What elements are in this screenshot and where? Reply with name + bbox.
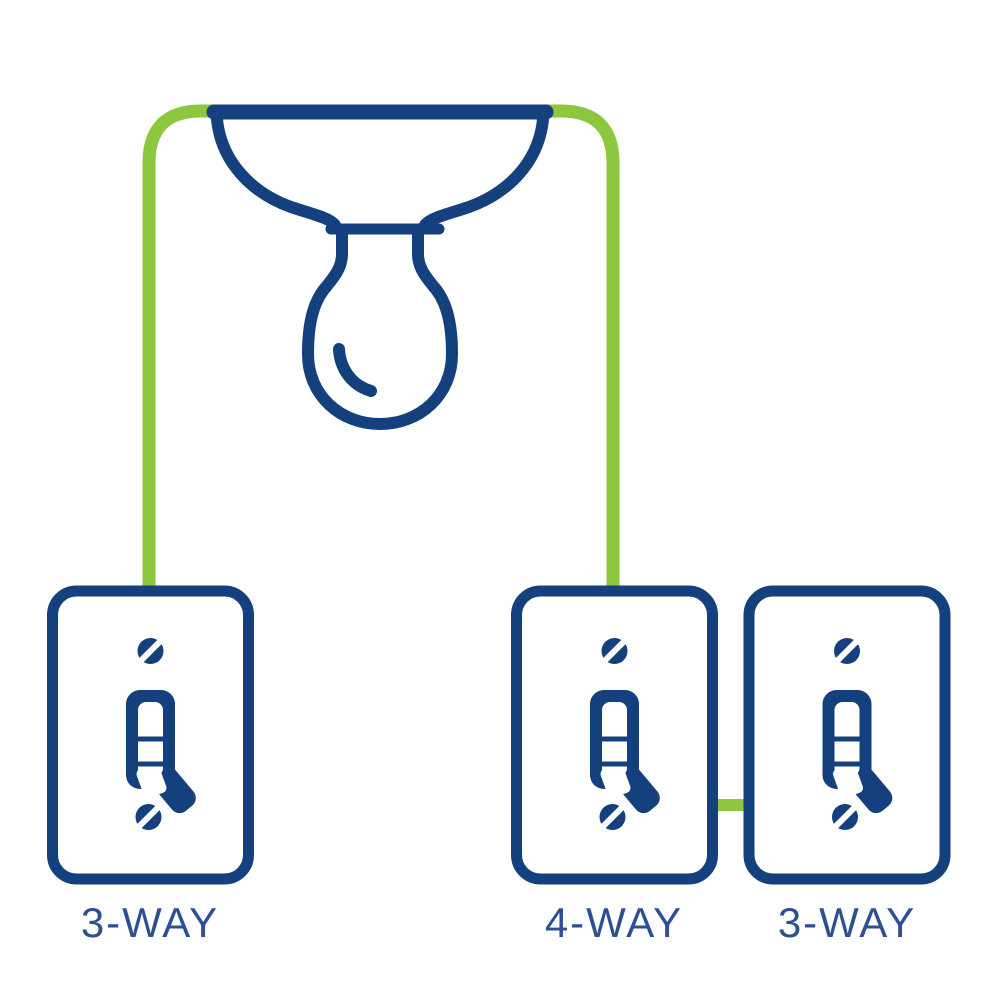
light-bulb-outline bbox=[302, 227, 458, 430]
label-switch-3way-left: 3-WAY bbox=[80, 899, 220, 946]
label-switch-3way-right: 3-WAY bbox=[777, 899, 917, 946]
switch-3way-left bbox=[53, 591, 249, 879]
fixture-canopy-left bbox=[211, 113, 341, 231]
bulb-highlight-arc bbox=[333, 343, 377, 397]
label-switch-4way: 4-WAY bbox=[544, 899, 684, 946]
wire-fixture-to-switches bbox=[142, 104, 620, 593]
switch-4way-middle bbox=[517, 591, 713, 879]
fixture-canopy-right bbox=[419, 113, 549, 231]
ceiling-light-bulb-icon bbox=[206, 104, 554, 430]
switch-3way-right bbox=[749, 591, 945, 879]
